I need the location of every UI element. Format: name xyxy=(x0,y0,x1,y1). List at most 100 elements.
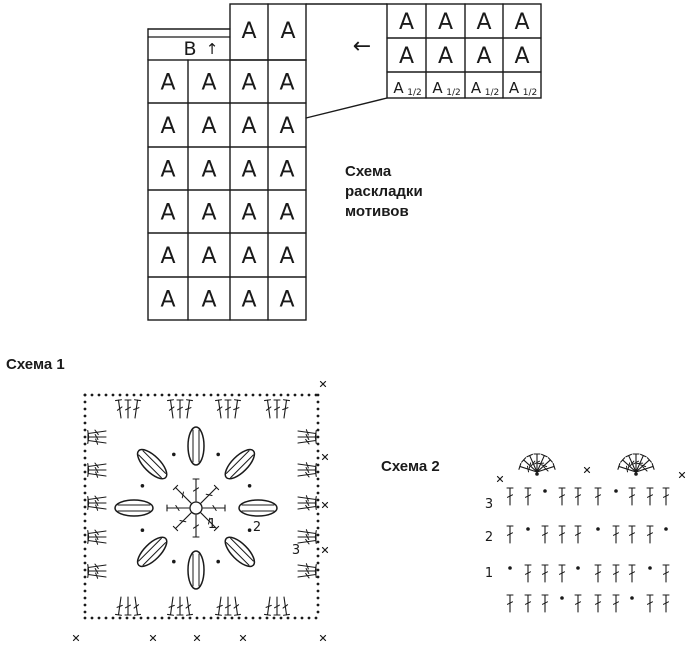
half-motif-cell: A xyxy=(471,79,482,97)
chain-dot xyxy=(188,393,192,397)
stitch-crossbar xyxy=(629,460,635,467)
border-stitch xyxy=(124,596,132,616)
stitch-crossbar xyxy=(629,571,635,575)
stitch-crossbar xyxy=(305,429,309,436)
stitch-top xyxy=(213,525,220,532)
chain-dot xyxy=(247,528,252,532)
petal-outline xyxy=(238,499,278,517)
border-stitch xyxy=(273,399,281,419)
caption-line: Схема xyxy=(345,163,392,180)
stitch-crossbar xyxy=(185,604,192,609)
cross-stroke xyxy=(583,466,591,474)
stitch-top xyxy=(518,463,522,470)
chain-dot xyxy=(316,547,320,551)
petal-line xyxy=(225,450,250,474)
chain-dot xyxy=(83,616,87,620)
stitch-crossbar xyxy=(305,568,310,574)
chain-dot xyxy=(216,452,220,457)
chain-dot xyxy=(83,603,87,607)
stitch-crossbar xyxy=(216,604,223,608)
stitch-crossbar xyxy=(305,467,310,473)
chain-dot xyxy=(83,421,87,425)
stitch-crossbar xyxy=(125,406,131,411)
chain-dot xyxy=(272,616,276,620)
edging-stitch xyxy=(541,564,549,583)
chain-dot xyxy=(83,561,87,565)
stitch-top xyxy=(646,457,652,463)
chain-dot xyxy=(307,616,311,620)
scheme-2-motif: 321 xyxy=(485,453,686,613)
border-stitch xyxy=(124,399,132,419)
border-stitch xyxy=(233,399,242,419)
motif-cell-a: A xyxy=(476,10,491,35)
stitch-crossbar xyxy=(542,532,548,536)
stitch-crossbar xyxy=(179,520,187,523)
stitch-crossbar xyxy=(525,601,531,605)
chain-dot xyxy=(237,393,241,397)
stitch-crossbar xyxy=(282,604,289,609)
chain-dot xyxy=(251,393,255,397)
chain-dot xyxy=(83,428,87,432)
chain-dot xyxy=(316,442,320,446)
fan-stitch xyxy=(521,457,538,473)
chain-dot xyxy=(111,393,115,397)
chain-dot xyxy=(83,505,87,509)
up-arrow-icon: ↑ xyxy=(206,40,219,58)
cross-stroke xyxy=(319,634,327,642)
edging-stitch xyxy=(612,564,620,583)
center-stitch xyxy=(192,514,200,538)
edging-stitch xyxy=(524,487,532,506)
edging-stitch xyxy=(612,525,620,544)
chain-dot xyxy=(316,568,320,572)
stitch-top xyxy=(526,453,533,458)
border-stitch xyxy=(224,399,232,419)
chain-dot xyxy=(314,616,318,620)
motif-cell-a: A xyxy=(201,114,216,139)
chain-dot xyxy=(140,528,145,532)
fan-stitch-group xyxy=(617,453,655,476)
petal-puff-stitch xyxy=(238,499,278,517)
motif-cell-a: A xyxy=(399,44,414,69)
chain-dot xyxy=(237,616,241,620)
stitch-crossbar xyxy=(133,407,140,411)
stitch-crossbar xyxy=(507,601,513,605)
center-stitch xyxy=(200,484,220,504)
fan-stitch xyxy=(536,453,548,473)
chain-dot xyxy=(118,393,122,397)
fan-stitch xyxy=(632,453,640,473)
chain-dot xyxy=(202,393,206,397)
border-stitch xyxy=(214,399,223,419)
stitch-top xyxy=(185,399,194,402)
motif-cell-a: A xyxy=(514,44,529,69)
motif-cell-a: A xyxy=(160,71,175,96)
fan-stitch xyxy=(533,453,541,473)
border-stitch xyxy=(297,499,317,507)
edging-stitch xyxy=(594,594,602,613)
chain-dot xyxy=(83,491,87,495)
stitch-crossbar xyxy=(168,406,175,411)
motif-cell-a: A xyxy=(280,19,295,44)
border-stitch xyxy=(166,596,175,616)
fan-stitch xyxy=(635,457,652,473)
chain-dot xyxy=(181,616,185,620)
border-stitch xyxy=(185,596,194,616)
chain-dot xyxy=(83,568,87,572)
motif-cell-a: A xyxy=(201,288,216,313)
border-stitch xyxy=(87,570,107,579)
chain-dot xyxy=(316,526,320,530)
chain-dot xyxy=(90,616,94,620)
stitch-crossbar xyxy=(540,464,548,468)
stitch-crossbar xyxy=(181,491,184,499)
chain-dot xyxy=(316,554,320,558)
border-stitch xyxy=(87,495,107,504)
stitch-crossbar xyxy=(94,429,99,436)
stitch-crossbar xyxy=(537,462,545,465)
chain-dot xyxy=(216,559,220,564)
chain-dot xyxy=(83,596,87,600)
stitch-crossbar xyxy=(305,538,310,545)
chain-dot xyxy=(83,512,87,516)
chain-dot xyxy=(195,616,199,620)
chain-dot xyxy=(83,407,87,411)
chain-dot xyxy=(83,442,87,446)
